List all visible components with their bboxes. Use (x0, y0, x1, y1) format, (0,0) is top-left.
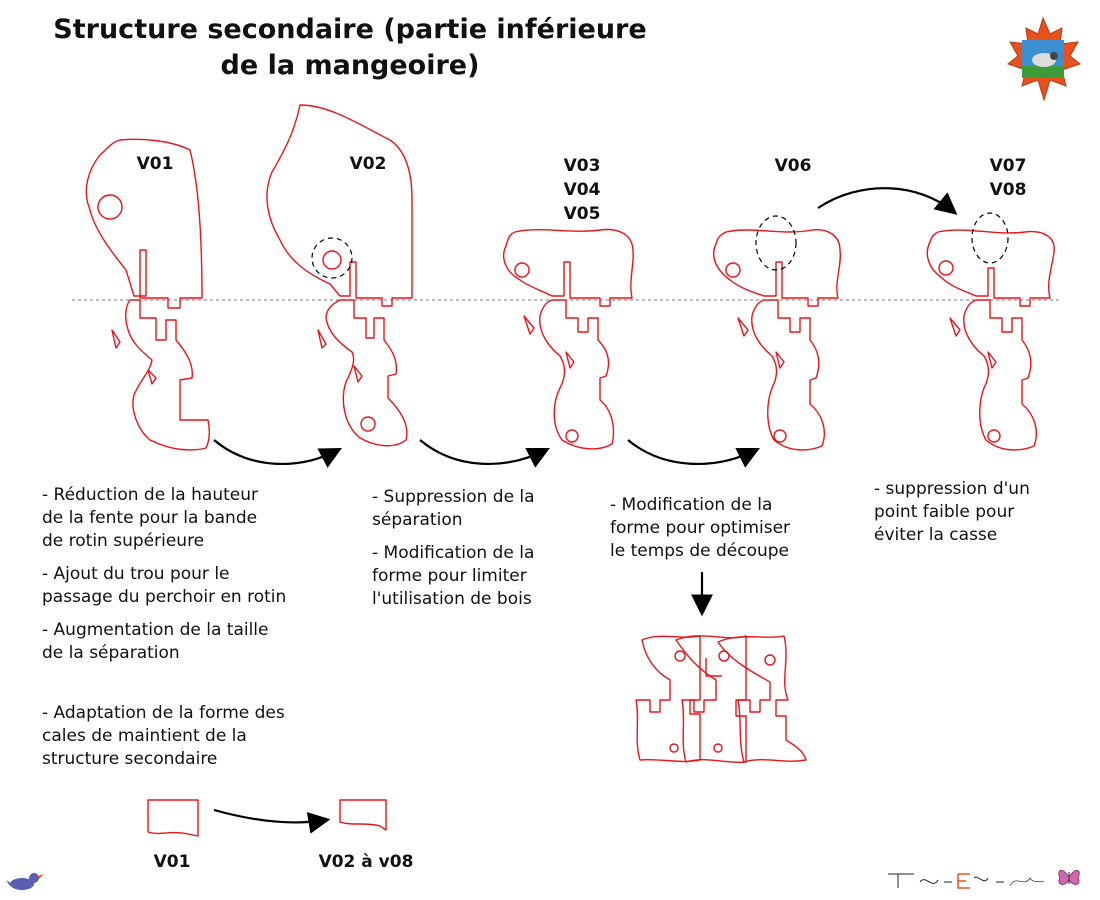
note-item: - suppression d'un point faible pour évi… (874, 479, 1030, 545)
arrow-v05-v06 (627, 439, 760, 468)
title-line-1: Structure secondaire (partie inférieure (53, 14, 647, 45)
v05-text: V05 (563, 204, 601, 224)
version-label-v02: V02 (323, 152, 413, 176)
v02-text: V02 (349, 154, 387, 174)
note-item: - Ajout du trou pour le passage du perch… (42, 564, 287, 607)
notes-v06-v07: - suppression d'un point faible pour évi… (874, 478, 1084, 557)
notes-v05-v06: - Modification de la forme pour optimise… (610, 494, 850, 573)
piece-v07-v08 (926, 212, 1055, 451)
arrow-cales (213, 808, 331, 834)
cale-v01 (147, 799, 199, 837)
note-item: - Modification de la forme pour limiter … (372, 543, 535, 609)
note-item: - Suppression de la séparation (372, 487, 535, 530)
v07-text: V07 (989, 156, 1027, 176)
piece-v02 (266, 104, 413, 447)
title-line-2: de la mangeoire) (220, 50, 480, 81)
note-item: - Modification de la forme pour optimise… (610, 495, 791, 561)
cale-v02-v08-text: V02 à v08 (318, 852, 414, 872)
signature-logos-icon (888, 873, 1045, 889)
note-item: - Réduction de la hauteur de la fente po… (42, 485, 258, 551)
notes-v02-v03: - Suppression de la séparation - Modific… (372, 486, 602, 621)
arrow-v02-v03 (419, 439, 550, 468)
cale-v01-text: V01 (153, 852, 191, 872)
bird-mascot-icon (6, 873, 44, 890)
cale-label-v01: V01 (127, 850, 217, 874)
piece-v06 (712, 215, 842, 451)
version-label-v06: V06 (748, 154, 838, 178)
version-label-v01: V01 (110, 152, 200, 176)
version-label-v03-v05: V03 V04 V05 (537, 154, 627, 226)
v01-text: V01 (136, 154, 174, 174)
butterfly-icon (1058, 869, 1080, 885)
note-item: - Adaptation de la forme des cales de ma… (42, 703, 285, 769)
arrow-v06-v07 (817, 187, 958, 215)
note-item: - Augmentation de la taille de la sépara… (42, 620, 269, 663)
v06-text: V06 (774, 156, 812, 176)
cale-v02-v08 (339, 799, 387, 831)
version-label-v07-v08: V07 V08 (963, 154, 1053, 202)
page-title: Structure secondaire (partie inférieure … (20, 12, 680, 84)
maple-leaf-bird-logo-icon (1006, 16, 1082, 102)
arrow-v01-v02 (213, 439, 342, 468)
v04-text: V04 (563, 180, 601, 200)
v03-text: V03 (563, 156, 601, 176)
piece-v03-v05 (502, 228, 634, 450)
signature-mark (884, 868, 1054, 895)
nested-pieces (635, 635, 807, 764)
notes-v01-v02: - Réduction de la hauteur de la fente po… (42, 484, 362, 675)
notes-cales: - Adaptation de la forme des cales de ma… (42, 702, 362, 781)
cale-label-v02-v08: V02 à v08 (306, 850, 426, 874)
v08-text: V08 (989, 180, 1027, 200)
piece-v01 (85, 138, 211, 451)
